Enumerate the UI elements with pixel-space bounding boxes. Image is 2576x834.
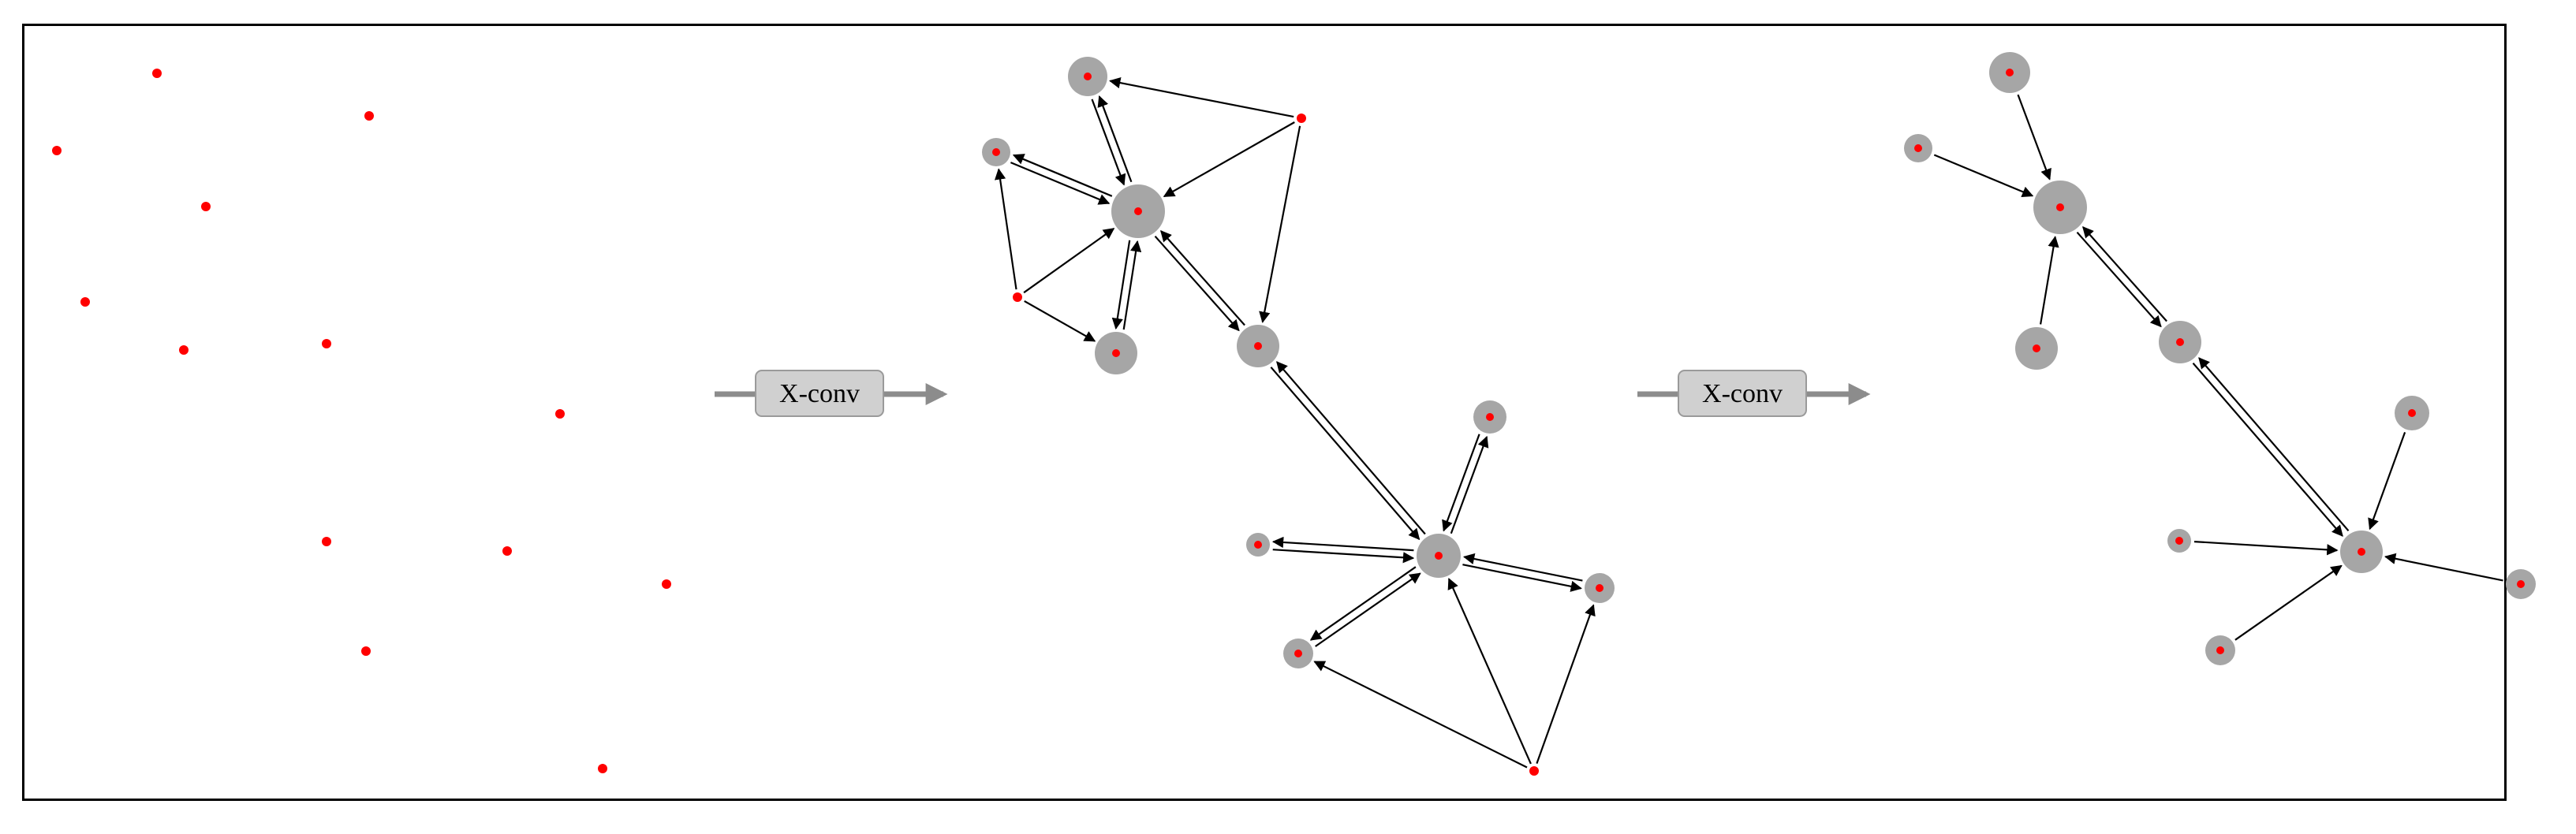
- stage-middle: [982, 57, 1615, 776]
- point-marker: [1134, 207, 1142, 215]
- edge-arrow: [1315, 572, 1421, 647]
- x-conv-box: [755, 370, 884, 417]
- edge-arrow: [1933, 154, 2034, 198]
- edge-arrow: [2368, 432, 2406, 531]
- point-marker: [1529, 766, 1539, 776]
- point-marker: [1914, 144, 1922, 152]
- point-marker: [1596, 584, 1603, 592]
- x-conv-label: X-conv: [779, 379, 860, 408]
- edge-arrow: [1259, 125, 1301, 323]
- point-marker: [2033, 344, 2040, 352]
- point-marker: [1013, 292, 1022, 302]
- edge-arrow: [1276, 361, 1426, 535]
- point-marker: [2176, 338, 2184, 346]
- point-marker: [52, 146, 62, 155]
- figure-frame: [22, 24, 2507, 801]
- point-marker: [992, 148, 1000, 156]
- edge-arrow: [1270, 367, 1421, 541]
- x-conv-operation-2: X-conv: [1637, 370, 1871, 417]
- edge-arrow: [994, 168, 1017, 290]
- point-marker: [2216, 646, 2224, 654]
- edge-arrow: [2040, 236, 2059, 325]
- edge-arrow: [1450, 435, 1489, 534]
- point-marker: [322, 339, 331, 348]
- point-marker: [1084, 73, 1092, 80]
- edge-arrow: [1442, 434, 1480, 532]
- point-marker: [662, 579, 671, 589]
- point-marker: [502, 546, 512, 556]
- edge-arrow: [2384, 553, 2503, 582]
- point-marker: [1112, 349, 1120, 357]
- point-marker: [1254, 342, 1262, 350]
- x-conv-operation-1: X-conv: [715, 370, 948, 417]
- edge-arrow: [1010, 162, 1111, 205]
- point-marker: [2056, 203, 2064, 211]
- stage-output: [1904, 52, 2536, 665]
- edge-arrow: [1462, 564, 1582, 592]
- point-marker: [1486, 413, 1494, 421]
- edge-arrow: [1097, 95, 1133, 183]
- point-marker: [598, 764, 607, 773]
- point-marker: [152, 69, 162, 78]
- edge-arrow: [2082, 226, 2167, 322]
- edge-arrow: [1109, 77, 1294, 118]
- point-marker: [201, 202, 211, 211]
- edge-arrow: [2234, 564, 2343, 641]
- edge-arrow: [1163, 121, 1295, 198]
- edge-arrow: [2192, 362, 2343, 537]
- point-marker: [1254, 541, 1262, 549]
- nodes-layer: [52, 52, 2536, 776]
- point-marker: [322, 537, 331, 546]
- point-marker: [361, 646, 371, 656]
- point-marker: [555, 409, 565, 419]
- x-conv-label: X-conv: [1702, 379, 1783, 408]
- edge-arrow: [1271, 536, 1414, 552]
- edge-arrow: [2193, 541, 2339, 556]
- operations-layer: X-conv X-conv: [715, 370, 1871, 417]
- edge-arrow: [2017, 94, 2051, 181]
- point-marker: [1435, 552, 1443, 560]
- point-marker: [80, 297, 90, 307]
- edge-arrow: [1091, 99, 1126, 186]
- edge-arrow: [1024, 300, 1096, 342]
- edge-arrow: [1122, 240, 1142, 330]
- edge-arrow: [2198, 357, 2350, 532]
- point-marker: [179, 345, 189, 355]
- edge-arrow: [1023, 228, 1115, 294]
- stage-input: [52, 69, 671, 773]
- edge-arrow: [1160, 230, 1245, 326]
- edge-arrow: [1309, 566, 1417, 641]
- edge-arrow: [2076, 231, 2162, 328]
- point-marker: [2358, 548, 2365, 556]
- x-conv-box: [1678, 370, 1807, 417]
- edge-arrow: [1111, 240, 1131, 330]
- edge-arrow: [1272, 549, 1415, 564]
- edges-layer: [994, 77, 2503, 769]
- edge-arrow: [1012, 154, 1113, 197]
- point-marker: [2175, 537, 2183, 545]
- edge-arrow: [1462, 553, 1583, 582]
- point-marker: [2006, 69, 2014, 76]
- point-marker: [1294, 650, 1302, 657]
- edge-arrow: [1313, 661, 1528, 769]
- edge-arrow: [1154, 235, 1240, 332]
- point-marker: [2517, 580, 2525, 588]
- edge-arrow: [1447, 577, 1532, 765]
- edge-arrow: [1536, 604, 1596, 764]
- point-marker: [364, 111, 374, 121]
- point-marker: [2408, 409, 2416, 417]
- point-marker: [1297, 114, 1306, 123]
